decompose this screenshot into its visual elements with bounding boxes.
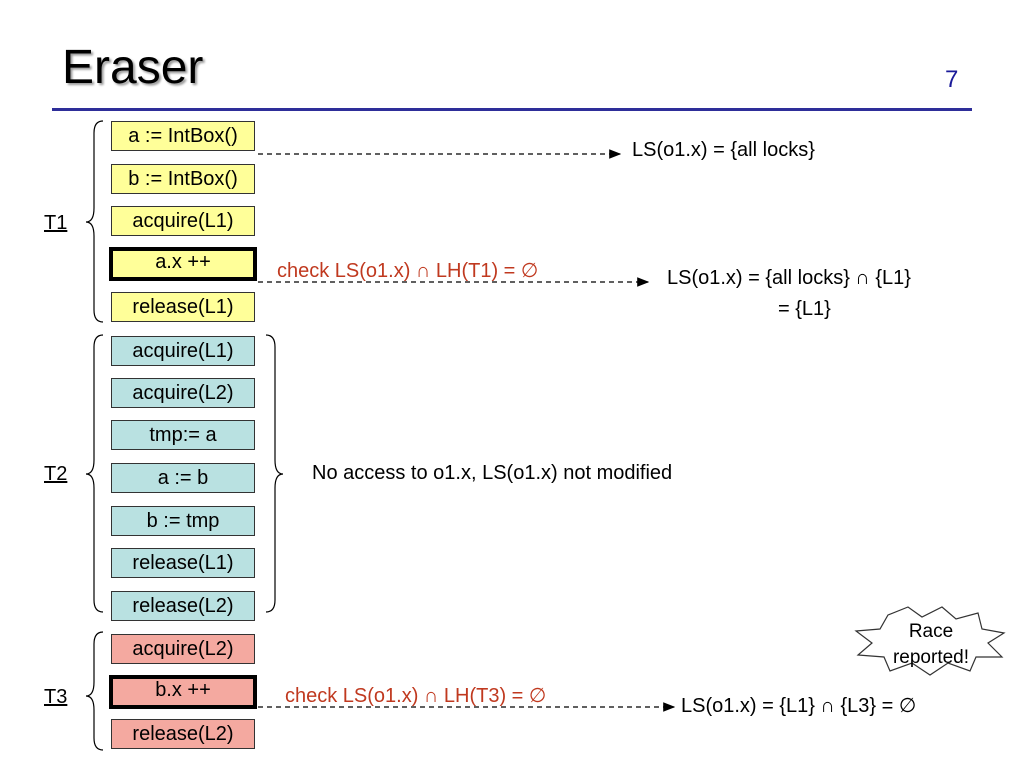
t1-op-increment-ax: a.x ++ — [109, 247, 257, 281]
ls-all-locks: LS(o1.x) = {all locks} — [632, 139, 815, 161]
t1-op-acquire-l1: acquire(L1) — [111, 206, 255, 236]
slide-title: Eraser — [62, 41, 204, 94]
check-t3: check LS(o1.x) ∩ LH(T3) = ∅ — [285, 685, 547, 707]
t1-op-alloc-b: b := IntBox() — [111, 164, 255, 194]
t3-brace — [85, 631, 104, 751]
t3-op-acquire-l2: acquire(L2) — [111, 634, 255, 664]
t2-op-release-l2: release(L2) — [111, 591, 255, 621]
ls-after-t1-line2: = {L1} — [778, 298, 831, 320]
race-reported-label: Race reported! — [870, 619, 992, 671]
thread-label-t3: T3 — [44, 686, 68, 708]
t2-op-b-assign: b := tmp — [111, 506, 255, 536]
t2-note: No access to o1.x, LS(o1.x) not modified — [312, 462, 673, 484]
thread-label-t2: T2 — [44, 463, 68, 485]
t2-brace — [85, 334, 104, 613]
t1-op-release-l1: release(L1) — [111, 292, 255, 322]
t2-op-acquire-l1: acquire(L1) — [111, 336, 255, 366]
t1-op-alloc-a: a := IntBox() — [111, 121, 255, 151]
t2-op-release-l1: release(L1) — [111, 548, 255, 578]
t1-brace — [85, 120, 104, 323]
check-t1: check LS(o1.x) ∩ LH(T1) = ∅ — [277, 260, 539, 282]
race-line2: reported! — [892, 647, 970, 668]
race-line1: Race — [908, 621, 954, 642]
race-burst-shape — [854, 606, 1006, 676]
thread-label-t1: T1 — [44, 212, 68, 234]
page-number: 7 — [945, 66, 959, 93]
title-divider — [52, 108, 972, 111]
t3-op-increment-bx: b.x ++ — [109, 675, 257, 709]
ls-after-t1-line1: LS(o1.x) = {all locks} ∩ {L1} — [667, 267, 911, 289]
t2-op-tmp-assign: tmp:= a — [111, 420, 255, 450]
t3-op-release-l2: release(L2) — [111, 719, 255, 749]
t2-op-acquire-l2: acquire(L2) — [111, 378, 255, 408]
t2-right-brace — [265, 334, 284, 613]
ls-after-t3: LS(o1.x) = {L1} ∩ {L3} = ∅ — [681, 695, 917, 717]
t2-op-a-assign: a := b — [111, 463, 255, 493]
